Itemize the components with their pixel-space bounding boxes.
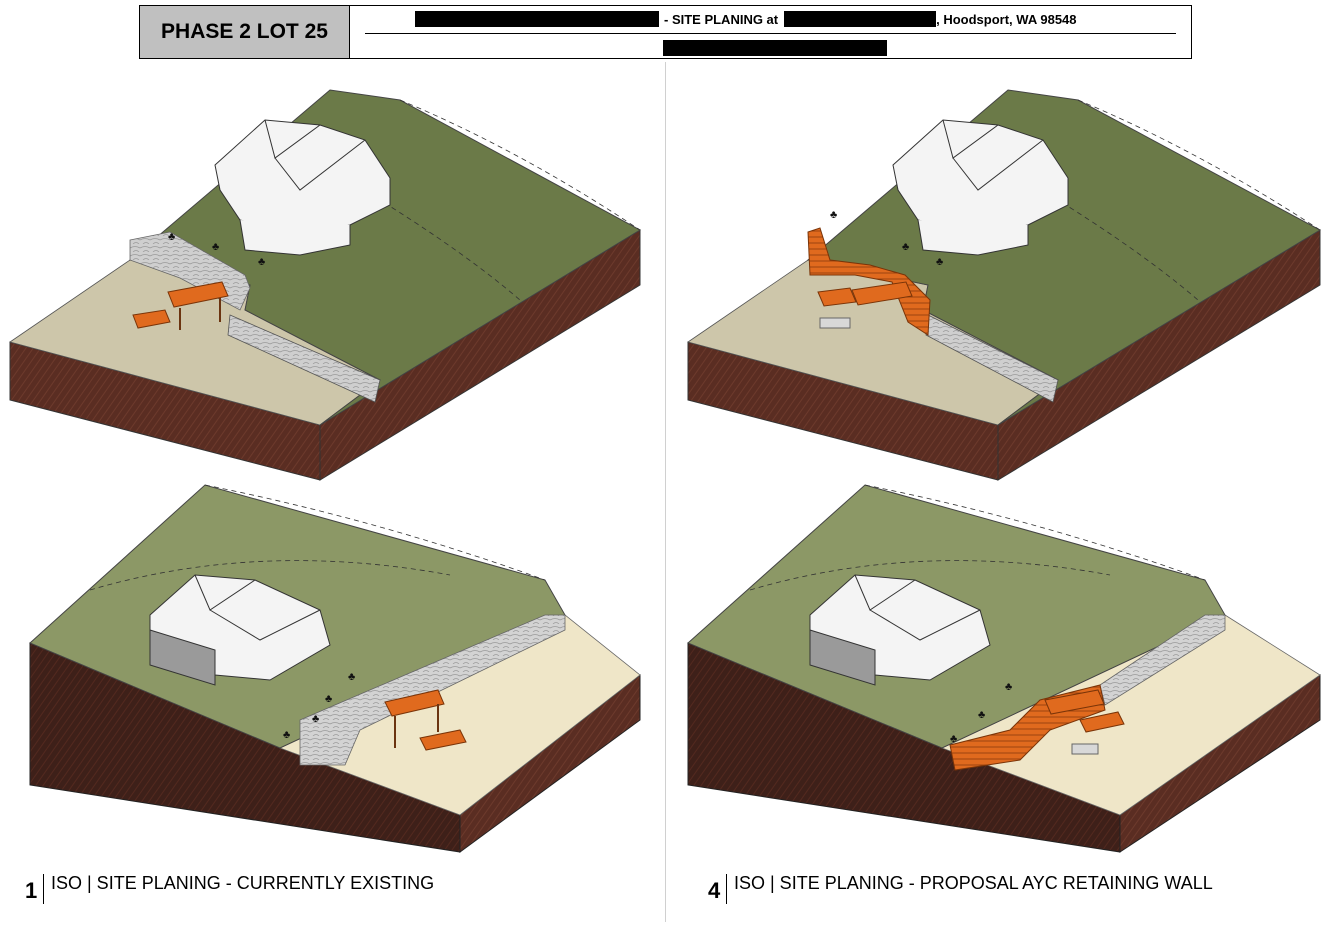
tree-icon: ♣ bbox=[978, 709, 985, 721]
existing-shelter bbox=[384, 689, 467, 751]
tree-icon: ♣ bbox=[950, 733, 957, 745]
stone-wall bbox=[1099, 614, 1226, 706]
proposed-shelter bbox=[817, 281, 913, 329]
sheet-divider bbox=[665, 62, 666, 922]
redaction-bar bbox=[784, 11, 937, 27]
tree-icon: ♣ bbox=[902, 241, 909, 253]
iso-view-proposal-top: ♣ ♣ ♣ bbox=[687, 89, 1322, 481]
tree-icon: ♣ bbox=[258, 256, 265, 268]
header-rule bbox=[365, 33, 1176, 34]
house-model bbox=[214, 119, 391, 256]
iso-view-existing-top: ♣ ♣ ♣ bbox=[9, 89, 642, 481]
iso-view-proposal-bottom: ♣ ♣ ♣ bbox=[687, 484, 1321, 853]
view-number: 4 bbox=[708, 878, 721, 903]
redaction-bar bbox=[415, 11, 659, 27]
tree-icon: ♣ bbox=[830, 209, 837, 221]
site-planing-label: - SITE PLANING at bbox=[664, 11, 779, 27]
view-title: ISO | SITE PLANING - PROPOSAL AYC RETAIN… bbox=[734, 873, 1213, 893]
tree-icon: ♣ bbox=[212, 241, 219, 253]
stone-wall bbox=[299, 614, 566, 766]
tree-icon: ♣ bbox=[1005, 681, 1012, 693]
tree-icon: ♣ bbox=[325, 693, 332, 705]
phase-lot-label: PHASE 2 LOT 25 bbox=[140, 6, 350, 58]
iso-view-existing-bottom: ♣ ♣ ♣ ♣ bbox=[29, 484, 641, 853]
tree-icon: ♣ bbox=[348, 671, 355, 683]
tree-icon: ♣ bbox=[312, 713, 319, 725]
tree-icon: ♣ bbox=[936, 256, 943, 268]
view-number: 1 bbox=[25, 878, 38, 903]
title-block: PHASE 2 LOT 25 - SITE PLANING at , Hoods… bbox=[139, 5, 1192, 59]
house-model bbox=[892, 119, 1069, 256]
caption-separator bbox=[726, 874, 727, 904]
existing-shelter bbox=[132, 281, 229, 330]
tree-icon: ♣ bbox=[168, 231, 175, 243]
house-model bbox=[809, 574, 991, 686]
location-label: , Hoodsport, WA 98548 bbox=[936, 11, 1077, 27]
caption-separator bbox=[43, 874, 44, 904]
redaction-bar bbox=[663, 40, 887, 56]
stone-wall bbox=[227, 314, 381, 403]
proposed-shelter bbox=[1044, 689, 1125, 755]
view-title: ISO | SITE PLANING - CURRENTLY EXISTING bbox=[51, 873, 435, 893]
header-project-line: - SITE PLANING at , Hoodsport, WA 98548 bbox=[415, 10, 1077, 28]
proposed-retaining-wall bbox=[807, 227, 931, 336]
tree-icon: ♣ bbox=[283, 729, 290, 741]
house-model bbox=[149, 574, 331, 686]
